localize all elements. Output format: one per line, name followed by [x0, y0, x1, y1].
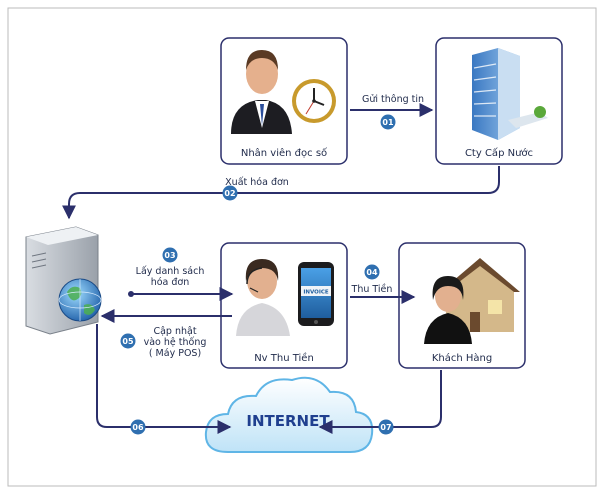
- step-05: Cập nhật vào hệ thống ( Máy POS) 05: [100, 309, 232, 359]
- badge-05: [120, 333, 136, 349]
- node-water-company: Cty Cấp Nước: [435, 37, 563, 165]
- step-03: 03 Lấy danh sách hóa đơn: [128, 247, 234, 301]
- svg-text:04: 04: [366, 268, 378, 277]
- arrow-07: [318, 370, 442, 434]
- badge-01: [380, 114, 396, 130]
- meter-reader-label: Nhân viên đọc số: [241, 147, 327, 159]
- outer-frame: [7, 7, 597, 487]
- clock-icon: [292, 79, 336, 123]
- person-icon: [231, 50, 292, 134]
- step-03-label-line2: hóa đơn: [151, 277, 190, 288]
- step-04-label: Thu Tiền: [351, 284, 393, 295]
- call-agent-icon: [236, 259, 290, 336]
- svg-text:01: 01: [382, 118, 394, 127]
- internet-cloud: INTERNET: [204, 376, 374, 453]
- building-icon: [472, 48, 548, 140]
- internet-label: INTERNET: [246, 412, 330, 430]
- step-01-label: Gửi thông tin: [362, 94, 424, 105]
- badge-03: [162, 247, 178, 263]
- arrow-06: [96, 324, 232, 434]
- arrow-02: [62, 166, 500, 220]
- collector-label: Nv Thu Tiền: [254, 352, 314, 364]
- step-03-label-line1: Lấy danh sách: [136, 266, 205, 277]
- node-server: [25, 226, 102, 335]
- step-02-label: Xuất hóa đơn: [225, 177, 289, 188]
- step-06: 06: [96, 324, 232, 435]
- node-customer: Khách Hàng: [398, 242, 526, 369]
- badge-06: [130, 419, 146, 435]
- step-01: Gửi thông tin 01: [350, 94, 434, 130]
- step-02: Xuất hóa đơn 02: [62, 166, 500, 220]
- svg-text:03: 03: [164, 251, 175, 260]
- invoice-app-label: INVOICE: [303, 290, 329, 296]
- svg-text:02: 02: [224, 189, 235, 198]
- step-05-label-line1: Cập nhật: [153, 326, 196, 337]
- customer-person-icon: [424, 276, 472, 344]
- water-company-label: Cty Cấp Nước: [465, 147, 533, 159]
- node-meter-reader: Nhân viên đọc số: [220, 37, 348, 165]
- step-07: 07: [318, 370, 442, 435]
- svg-text:07: 07: [380, 423, 391, 432]
- badge-04: [364, 264, 380, 280]
- badge-07: [378, 419, 394, 435]
- step-05-label-line2: vào hệ thống: [144, 337, 207, 348]
- svg-text:05: 05: [122, 337, 134, 346]
- node-collector: INVOICE Nv Thu Tiền: [220, 242, 348, 369]
- smartphone-icon: INVOICE: [298, 262, 334, 326]
- badge-02: [222, 185, 238, 201]
- customer-label: Khách Hàng: [432, 352, 492, 364]
- svg-text:06: 06: [132, 423, 144, 432]
- step-04: 04 Thu Tiền: [350, 264, 416, 304]
- step-05-label-line3: ( Máy POS): [149, 348, 201, 359]
